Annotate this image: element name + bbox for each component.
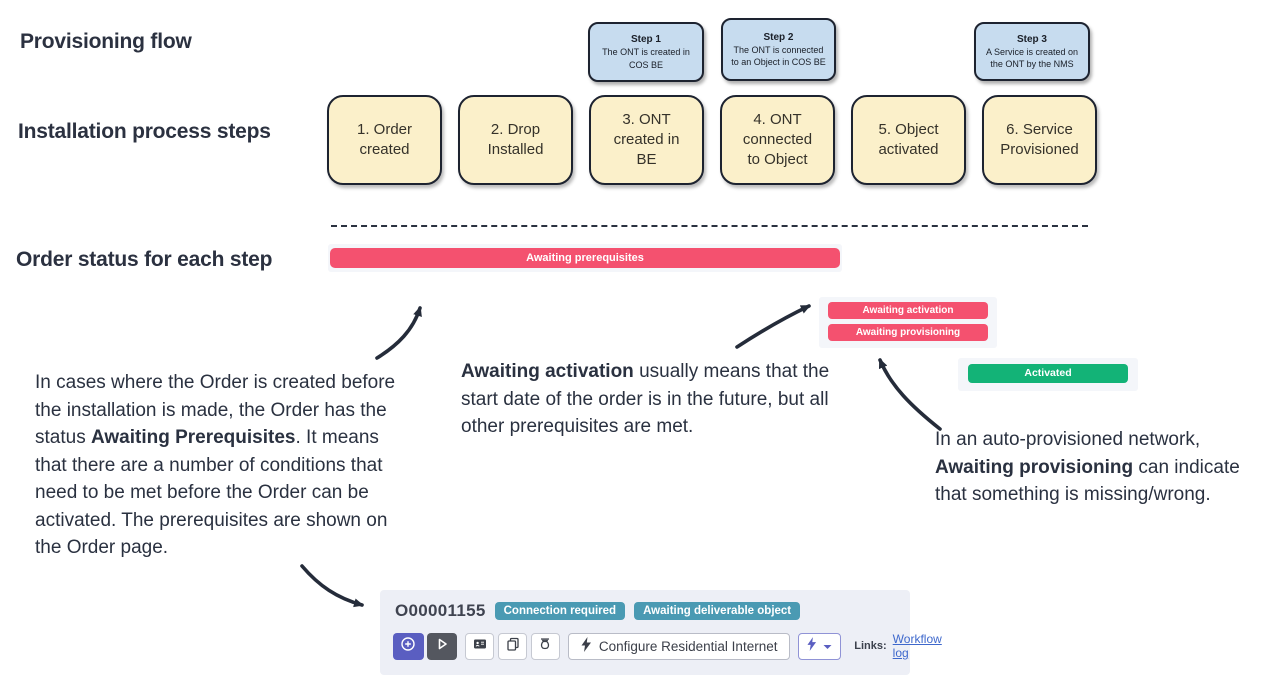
flow-step-1-box: Step 1 The ONT is created in COS BE [588, 22, 704, 82]
note-right-part2: can indicate that something is missing/w… [935, 456, 1240, 506]
links-label: Links: [854, 640, 887, 652]
circle-plus-icon [400, 636, 416, 657]
dashed-separator [331, 225, 1088, 227]
arrow-to-awaiting-activation [735, 304, 811, 349]
workflow-actions-dropdown[interactable] [798, 632, 842, 660]
order-badge-awaiting-deliverable: Awaiting deliverable object [634, 602, 801, 620]
copy-button[interactable] [498, 632, 527, 660]
note-awaiting-activation: Awaiting activation usually means that t… [461, 358, 839, 441]
installation-steps-label: Installation process steps [18, 120, 271, 143]
note-right-part1: In an auto-provisioned network, [935, 429, 1201, 450]
process-step-3-box: 3. ONT created in BE [589, 95, 704, 185]
process-step-5-box: 5. Object activated [851, 95, 966, 185]
flow-step-3-title: Step 3 [1016, 33, 1047, 45]
status-awaiting-activation: Awaiting activation [828, 302, 988, 319]
configure-residential-internet-button[interactable]: Configure Residential Internet [567, 632, 791, 660]
flow-step-3-box: Step 3 A Service is created on the ONT b… [974, 22, 1090, 81]
process-step-6-box: 6. Service Provisioned [982, 95, 1097, 185]
flow-step-1-body: The ONT is created in COS BE [602, 47, 690, 70]
process-step-2-box: 2. Drop Installed [458, 95, 573, 185]
add-button[interactable] [393, 632, 424, 660]
order-id: O00001155 [395, 601, 486, 620]
lightning-icon [581, 637, 592, 655]
contact-card-icon [472, 636, 488, 657]
note-left-part2: . It means that there are a number of co… [35, 427, 388, 558]
note-left-part1: In cases where the Order is created befo… [35, 372, 396, 448]
arrow-to-order-card [300, 564, 364, 608]
flow-step-2-box: Step 2 The ONT is connected to an Object… [721, 18, 836, 81]
note-middle-part2: usually means that the start date of the… [461, 361, 830, 437]
status-awaiting-provisioning: Awaiting provisioning [828, 324, 988, 341]
order-badge-connection-required: Connection required [494, 602, 626, 620]
order-page-snippet: O00001155 Connection required Awaiting d… [380, 590, 942, 675]
note-middle-bold: Awaiting activation [461, 361, 634, 382]
configure-button-label: Configure Residential Internet [598, 638, 778, 654]
status-activated: Activated [968, 364, 1128, 383]
process-step-1-box: 1. Order created [327, 95, 442, 185]
process-step-4-box: 4. ONT connected to Object [720, 95, 835, 185]
money-bag-icon [537, 636, 553, 657]
arrow-to-awaiting-provisioning [878, 358, 942, 431]
copy-icon [505, 636, 521, 657]
order-toolbar: Configure Residential Internet Links: Wo… [393, 632, 956, 660]
provisioning-flow-label: Provisioning flow [20, 30, 192, 53]
flow-step-2-title: Step 2 [763, 31, 794, 43]
arrow-to-awaiting-prerequisites [375, 306, 422, 360]
flow-step-2-body: The ONT is connected to an Object in COS… [731, 44, 826, 67]
start-workflow-button[interactable] [426, 632, 458, 660]
order-status-label: Order status for each step [16, 248, 273, 271]
note-left-bold: Awaiting Prerequisites [90, 427, 296, 448]
terminate-billing-button[interactable] [530, 632, 560, 660]
workflow-log-link[interactable]: Workflow log [892, 632, 942, 660]
flow-step-1-title: Step 1 [630, 34, 661, 46]
note-right-bold: Awaiting provisioning [935, 456, 1134, 478]
status-awaiting-prerequisites: Awaiting prerequisites [330, 248, 840, 268]
caret-down-icon [823, 637, 832, 655]
note-awaiting-prerequisites: In cases where the Order is created befo… [35, 369, 397, 562]
flow-step-3-body: A Service is created on the ONT by the N… [985, 46, 1079, 69]
note-awaiting-provisioning: In an auto-provisioned network, Awaiting… [935, 426, 1255, 509]
lightning-dropdown-icon [807, 636, 817, 656]
contact-card-button[interactable] [465, 632, 495, 660]
play-icon [434, 636, 450, 657]
order-header: O00001155 Connection required Awaiting d… [395, 601, 801, 621]
